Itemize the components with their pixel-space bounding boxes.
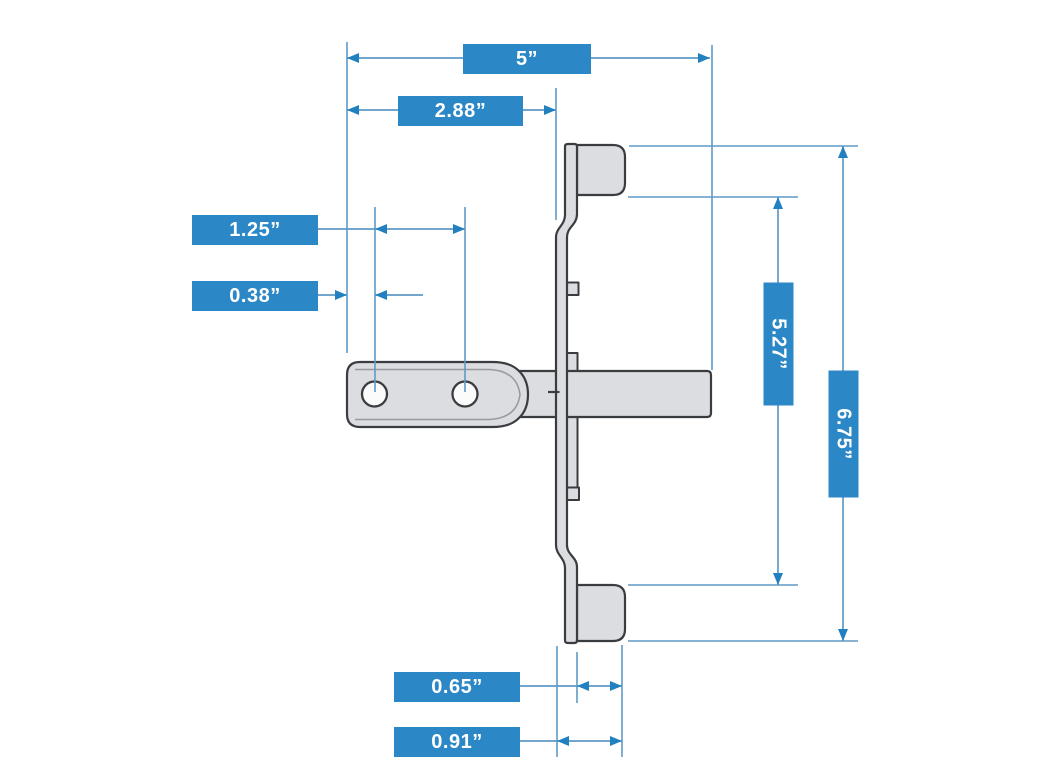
arrow-left-icon xyxy=(577,681,589,691)
dim-label-hole-spacing: 1.25” xyxy=(192,215,318,245)
top-flange xyxy=(575,143,627,197)
arrow-right-icon xyxy=(610,736,622,746)
dim-label-edge-to-hole: 0.38” xyxy=(192,281,318,311)
arrow-right-icon xyxy=(698,53,710,63)
dim-label-tongue-to-plate: 2.88” xyxy=(398,96,523,126)
bracket-part xyxy=(345,142,713,645)
arrow-left-icon xyxy=(347,105,359,115)
arrow-up-icon xyxy=(773,197,783,209)
tongue-inner-contour xyxy=(355,368,521,421)
arrow-left-icon xyxy=(347,53,359,63)
arrow-right-icon xyxy=(610,681,622,691)
dim-label-flange-depth-inner: 0.65” xyxy=(394,672,520,702)
shaft xyxy=(505,369,713,419)
dim-label-flange-depth-overall: 0.91” xyxy=(394,727,520,757)
bottom-flange xyxy=(575,583,627,643)
dim-label-flange-inner-height: 5.27” xyxy=(763,282,793,405)
arrow-left-icon xyxy=(557,736,569,746)
arrow-left-icon xyxy=(375,224,387,234)
dim-label-overall-length: 5” xyxy=(463,44,591,74)
lower-tab xyxy=(566,486,580,501)
tongue xyxy=(345,360,530,429)
arrow-right-icon xyxy=(544,105,556,115)
vertical-plate xyxy=(554,142,579,645)
arrow-right-icon xyxy=(335,290,347,300)
dim-label-overall-height: 6.75” xyxy=(828,370,858,497)
arrow-right-icon xyxy=(453,224,465,234)
arrow-down-icon xyxy=(773,573,783,585)
arrow-up-icon xyxy=(838,146,848,158)
upper-tab xyxy=(566,281,580,296)
arrow-left-icon xyxy=(375,290,387,300)
arrow-down-icon xyxy=(838,629,848,641)
